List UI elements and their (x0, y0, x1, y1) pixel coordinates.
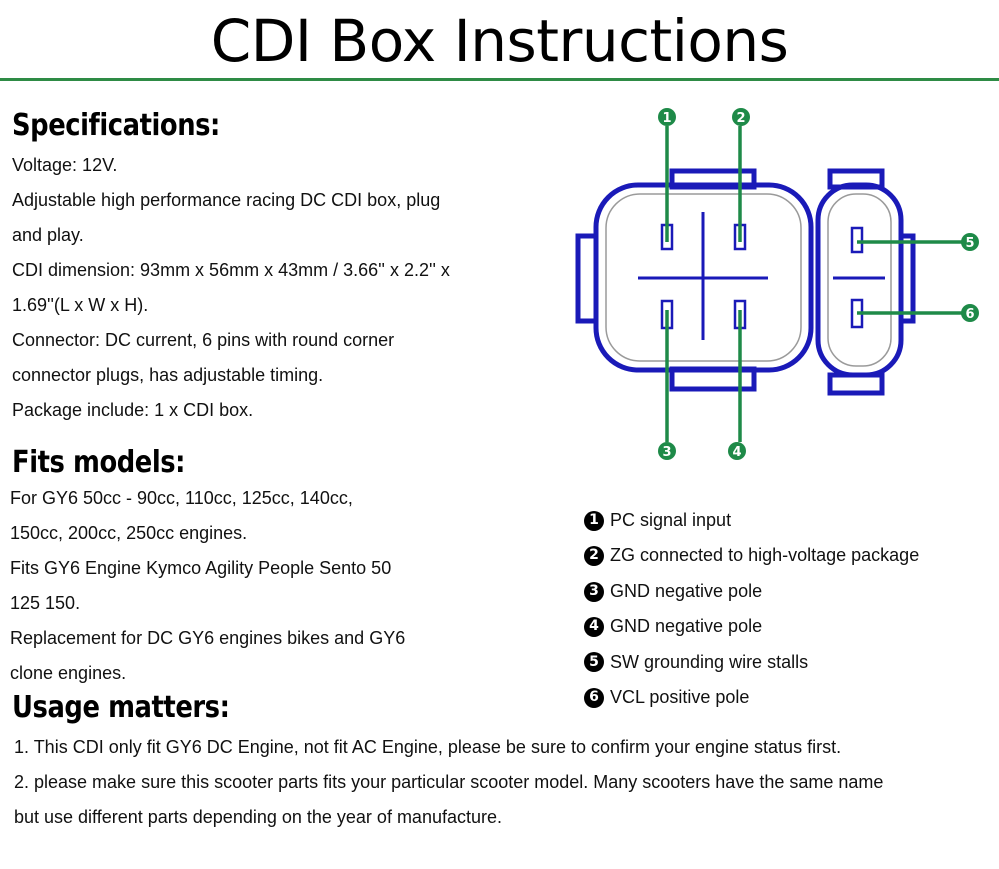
fits-line: clone engines. (10, 663, 127, 683)
connector-diagram: 1 2 3 4 5 6 (575, 108, 979, 460)
fits-line: 125 150. (10, 593, 81, 613)
spec-line: Package include: 1 x CDI box. (12, 400, 254, 420)
small-bottom-tab (827, 372, 885, 396)
usage-heading: Usage matters: (12, 690, 230, 725)
specifications-heading: Specifications: (12, 108, 220, 143)
fits-line: Replacement for DC GY6 engines bikes and… (10, 628, 406, 648)
marker-3: 3 (662, 445, 671, 460)
small-connector-body (815, 182, 904, 378)
spec-line: Adjustable high performance racing DC CD… (12, 190, 441, 210)
callout-lines (665, 126, 962, 442)
small-side-tab (898, 233, 916, 324)
legend-item: 5 SW grounding wire stalls (584, 645, 919, 680)
title-divider (0, 78, 999, 81)
legend-number: 5 (584, 652, 604, 673)
callout-markers: 1 2 3 4 5 6 (658, 108, 979, 460)
legend-number: 2 (584, 546, 604, 567)
small-top-tab (827, 168, 885, 190)
spec-line: and play. (12, 225, 84, 245)
legend-label: SW grounding wire stalls (610, 651, 809, 672)
page-title: CDI Box Instructions (210, 7, 789, 75)
spec-line: 1.69''(L x W x H). (12, 295, 149, 315)
connector-outline (575, 168, 916, 396)
fits-line: Fits GY6 Engine Kymco Agility People Sen… (10, 558, 392, 578)
pin-legend: 1 PC signal input 2 ZG connected to high… (584, 503, 919, 715)
legend-item: 2 ZG connected to high-voltage package (584, 538, 919, 573)
fits-line: For GY6 50cc - 90cc, 110cc, 125cc, 140cc… (10, 488, 353, 508)
marker-5: 5 (965, 236, 974, 251)
specifications-text: Voltage: 12V. Adjustable high performanc… (12, 148, 450, 428)
main-side-tab (575, 233, 599, 324)
legend-label: GND negative pole (610, 616, 763, 637)
fits-line: 150cc, 200cc, 250cc engines. (10, 523, 248, 543)
spec-line: CDI dimension: 93mm x 56mm x 43mm / 3.66… (12, 260, 450, 280)
legend-item: 3 GND negative pole (584, 574, 919, 609)
legend-item: 4 GND negative pole (584, 609, 919, 644)
marker-6: 6 (965, 307, 974, 322)
legend-item: 6 VCL positive pole (584, 680, 919, 715)
legend-label: VCL positive pole (610, 687, 750, 708)
legend-number: 6 (584, 687, 604, 708)
usage-line: 1. This CDI only fit GY6 DC Engine, not … (14, 737, 842, 757)
spec-line: connector plugs, has adjustable timing. (12, 365, 324, 385)
marker-2: 2 (736, 111, 745, 126)
usage-text: 1. This CDI only fit GY6 DC Engine, not … (14, 730, 883, 835)
fits-models-text: For GY6 50cc - 90cc, 110cc, 125cc, 140cc… (10, 481, 405, 691)
legend-number: 1 (584, 510, 604, 531)
legend-label: ZG connected to high-voltage package (610, 545, 920, 566)
legend-item: 1 PC signal input (584, 503, 919, 538)
legend-label: GND negative pole (610, 580, 763, 601)
spec-line: Voltage: 12V. (12, 155, 118, 175)
marker-1: 1 (662, 111, 671, 126)
connector-dividers (638, 212, 885, 340)
usage-line: 2. please make sure this scooter parts f… (14, 772, 884, 792)
spec-line: Connector: DC current, 6 pins with round… (12, 330, 395, 350)
main-bottom-tab (669, 366, 757, 392)
legend-number: 4 (584, 616, 604, 637)
legend-number: 3 (584, 581, 604, 602)
inner-outline (605, 193, 892, 367)
marker-4: 4 (732, 445, 741, 460)
fits-models-heading: Fits models: (12, 445, 186, 480)
pin-5 (850, 226, 864, 254)
legend-label: PC signal input (610, 510, 732, 530)
usage-line: but use different parts depending on the… (14, 807, 502, 827)
main-top-tab (669, 168, 757, 190)
